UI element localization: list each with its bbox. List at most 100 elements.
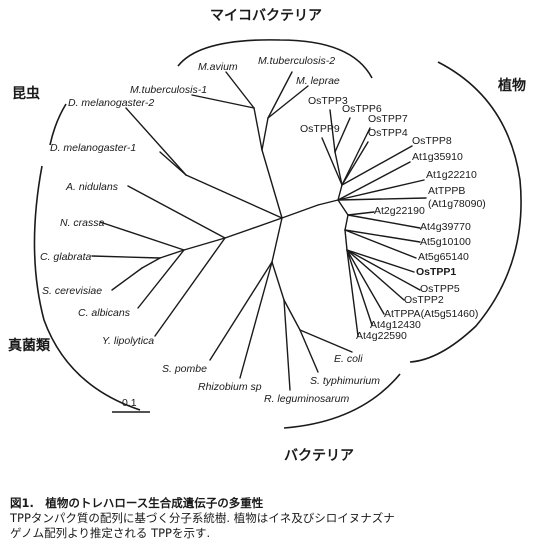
leaf-label-highlighted: OsTPP1	[416, 266, 456, 278]
leaf-label: S. typhimurium	[310, 375, 380, 387]
branch-plants-node-f	[334, 151, 343, 186]
branch-c-albicans	[137, 249, 185, 309]
branch-plants-node-b	[337, 199, 349, 216]
group-label-plants: 植物	[497, 77, 526, 94]
leaf-label: M.tuberculosis-1	[130, 84, 207, 96]
leaf-label: At4g12430	[370, 319, 421, 331]
branch-ostpp2	[346, 249, 405, 301]
branch-d-melanogaster-1	[159, 151, 187, 176]
leaf-label: Y. lipolytica	[102, 335, 154, 347]
leaf-label: M. leprae	[296, 75, 340, 87]
leaf-label: At5g65140	[418, 251, 469, 263]
branch-root-fungi	[224, 217, 283, 239]
branch-at4g39770	[347, 214, 421, 229]
caption-line-2: ゲノム配列より推定される TPPを示す.	[10, 526, 211, 540]
leaf-label: OsTPP8	[412, 135, 452, 147]
group-label-insects: 昆虫	[12, 85, 40, 102]
leaf-labels: M.avium M.tuberculosis-2 M. leprae M.tub…	[40, 55, 486, 405]
bacteria-bracket	[283, 373, 401, 429]
branch-attppb	[337, 197, 427, 201]
branch-fungi-node-c	[141, 257, 161, 269]
branch-e-coli	[299, 329, 353, 353]
branch-root-bacteria	[271, 217, 283, 263]
leaf-label: S. cerevisiae	[42, 285, 102, 297]
branch-a-nidulans	[127, 185, 226, 239]
branch-at1g22210	[337, 179, 425, 201]
leaf-label: OsTPP2	[404, 294, 444, 306]
leaf-label: At4g22590	[356, 330, 407, 342]
terminal-branches	[91, 71, 427, 391]
scale-bar: 0.1	[112, 397, 150, 413]
branch-m-avium	[225, 71, 255, 109]
branch-d-melanogaster-2	[125, 107, 187, 176]
branch-n-crassa	[99, 221, 185, 251]
branch-plants-node-d	[344, 229, 348, 251]
branch-y-lipolytica	[154, 237, 226, 337]
group-label-fungi: 真菌類	[8, 337, 51, 354]
group-label-mycobacteria: マイコバクテリア	[210, 8, 322, 24]
scale-bar-label: 0.1	[122, 397, 137, 409]
leaf-label: M.tuberculosis-2	[258, 55, 335, 67]
branch-at5g65140	[344, 229, 417, 259]
caption-title: 図1. 植物のトレハロース生合成遺伝子の多重性	[10, 496, 264, 510]
leaf-label: D. melanogaster-2	[68, 97, 154, 109]
branch-root-insects	[185, 174, 283, 219]
branch-ostpp5	[346, 249, 421, 291]
branch-bact-node-b	[283, 299, 301, 331]
leaf-label: OsTPP4	[368, 127, 408, 139]
leaf-label: M.avium	[198, 61, 238, 73]
branch-plants-node-a	[317, 199, 339, 206]
insects-bracket	[49, 103, 67, 146]
leaf-label: C. glabrata	[40, 251, 92, 263]
branch-rhizobium	[239, 261, 273, 379]
figure-caption: 図1. 植物のトレハロース生合成遺伝子の多重性 TPPタンパク質の配列に基づく分…	[10, 496, 540, 541]
leaf-label: OsTPP9	[300, 123, 340, 135]
leaf-label: At5g10100	[420, 236, 471, 248]
leaf-label: A. nidulans	[65, 181, 119, 193]
plants-bracket	[409, 61, 522, 363]
branch-ostpp9	[321, 137, 343, 186]
leaf-label: OsTPP5	[420, 283, 460, 295]
branch-ostpp3	[329, 109, 336, 153]
branch-bact-node-a	[271, 261, 285, 301]
branch-s-pombe	[209, 261, 273, 361]
leaf-label: Rhizobium sp	[198, 381, 262, 393]
leaf-label: At4g39770	[420, 221, 471, 233]
branch-at4g22590	[346, 249, 359, 337]
leaf-label: E. coli	[334, 353, 363, 365]
leaf-label: At1g22210	[426, 169, 477, 181]
leaf-label: OsTPP3	[308, 95, 348, 107]
leaf-label: OsTPP6	[342, 103, 382, 115]
branch-myco-node-tb2	[261, 117, 269, 151]
leaf-label: N. crassa	[60, 217, 105, 229]
leaf-label: D. melanogaster-1	[50, 142, 136, 154]
branch-myco-node-avium	[253, 107, 263, 151]
leaf-label: At1g35910	[412, 151, 463, 163]
branch-root-plants	[281, 204, 319, 219]
internal-branches	[141, 107, 349, 331]
leaf-label: AtTPPB	[428, 185, 465, 197]
branch-ostpp6	[334, 117, 351, 153]
group-label-bacteria: バクテリア	[284, 448, 354, 464]
branch-r-leguminosarum	[283, 299, 291, 391]
branch-fungi-node-a	[183, 237, 226, 251]
caption-line-1: TPPタンパク質の配列に基づく分子系統樹. 植物はイネ及びシロイヌナズナ	[10, 511, 395, 525]
leaf-label: C. albicans	[78, 307, 131, 319]
branch-plants-node-e	[337, 184, 343, 201]
branch-plants-node-c	[344, 214, 349, 231]
branch-s-typhimurium	[299, 329, 319, 373]
branch-ostpp8	[341, 145, 413, 186]
branch-m-tuberculosis-2	[267, 71, 293, 119]
mycobacteria-bracket	[177, 39, 373, 79]
branch-s-cerevisiae	[111, 267, 143, 291]
leaf-label: AtTPPA(At5g51460)	[384, 308, 478, 320]
branch-at1g35910	[337, 161, 411, 201]
branch-root-mycobacteria	[261, 149, 283, 219]
branch-ostpp7	[341, 127, 371, 186]
branch-at2g22190	[347, 211, 375, 216]
branch-m-tuberculosis-1	[191, 94, 255, 109]
branch-c-glabrata	[91, 255, 161, 259]
leaf-label: S. pombe	[162, 363, 207, 375]
leaf-label: (At1g78090)	[428, 198, 486, 210]
